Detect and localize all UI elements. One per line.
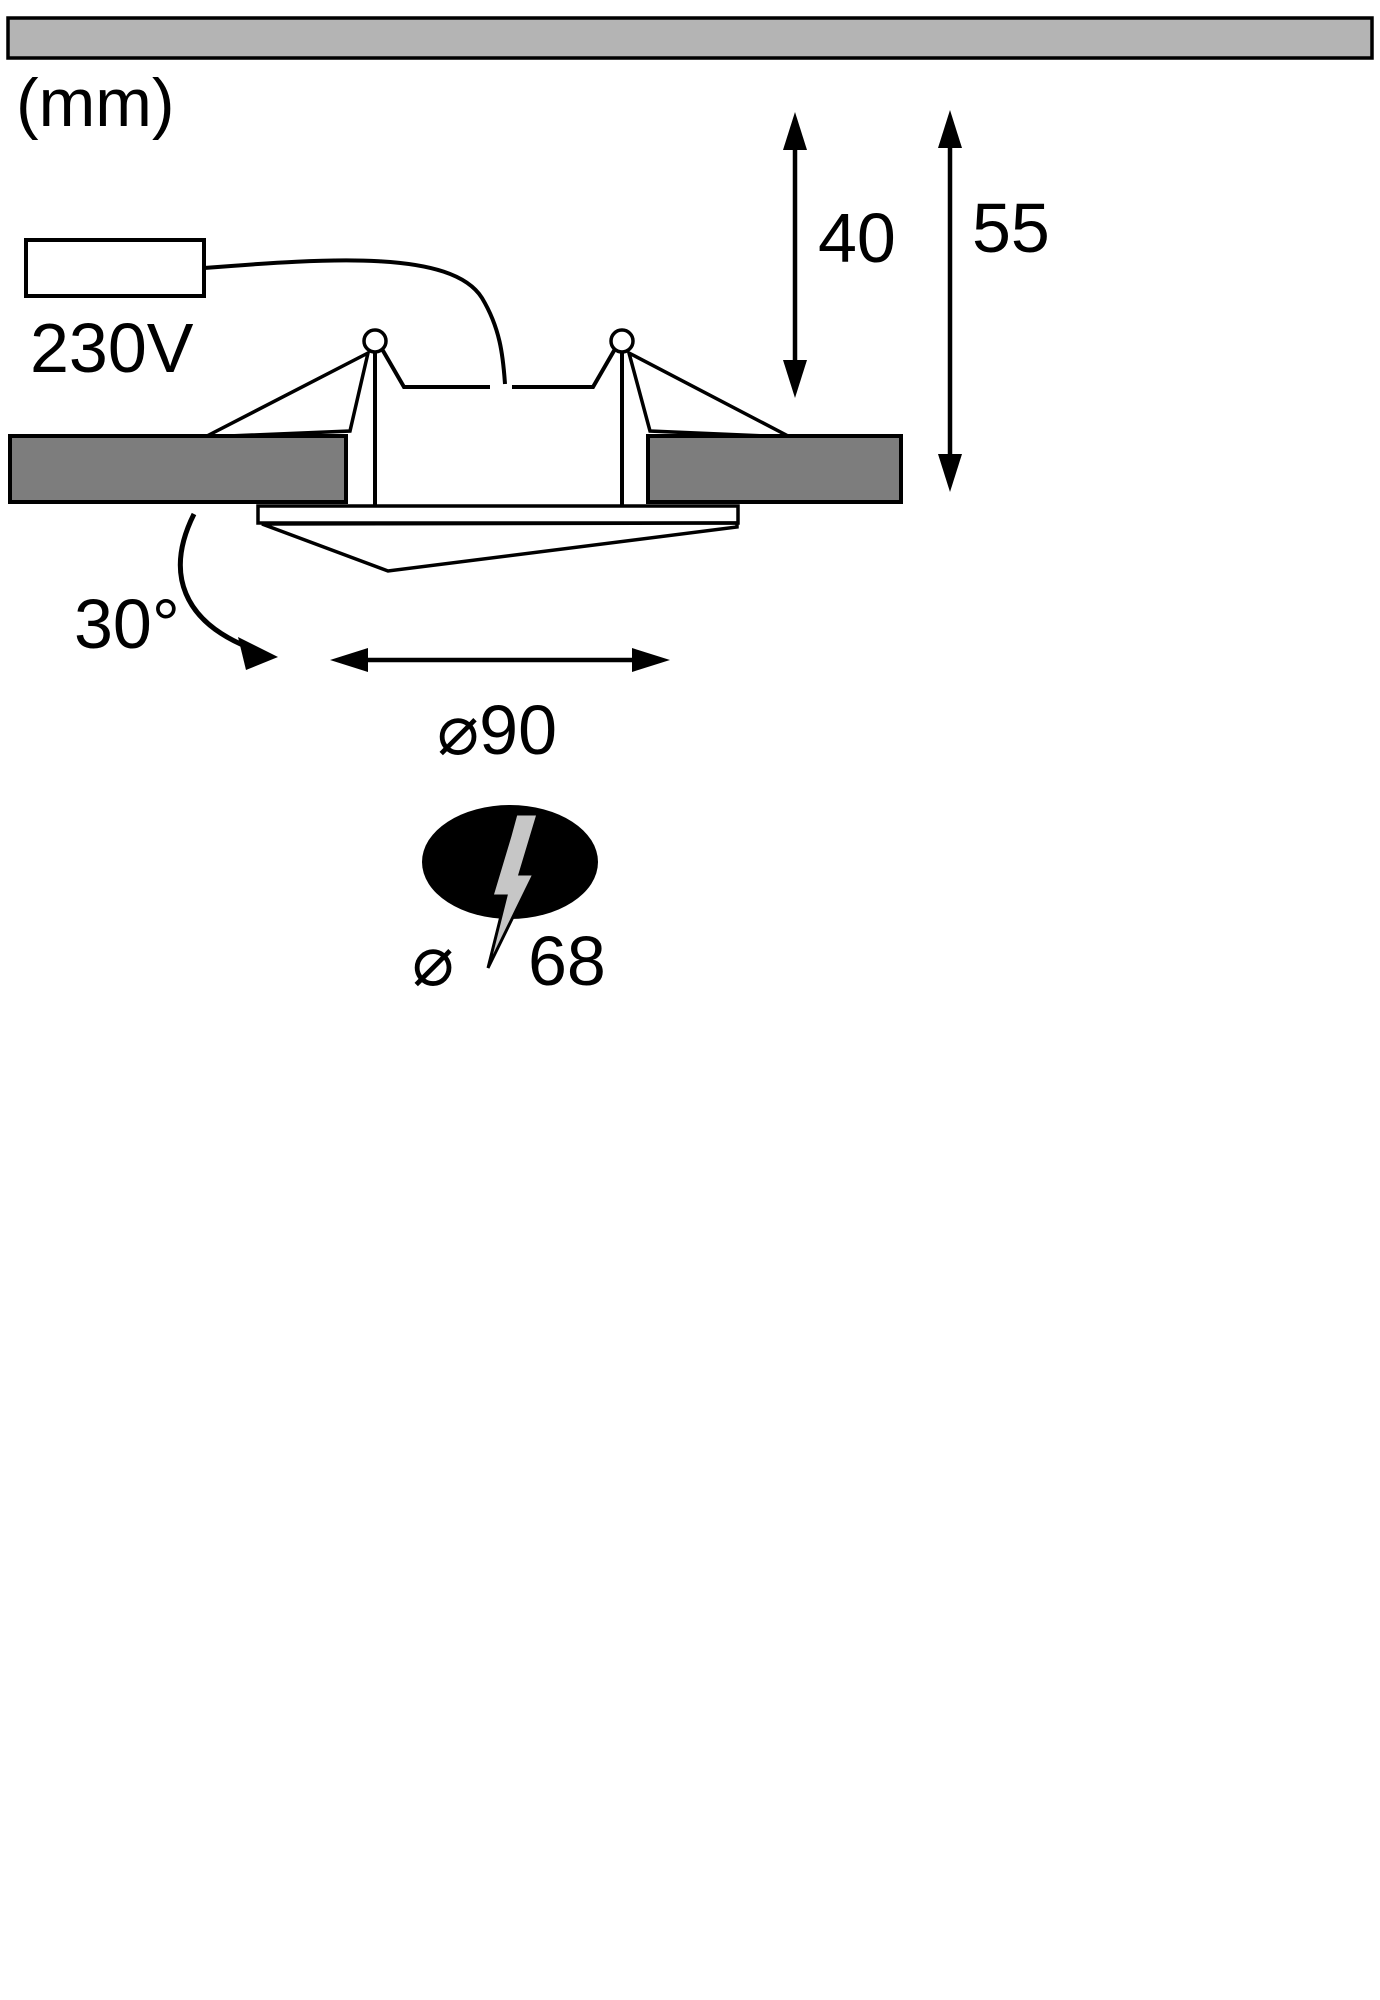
- housing-throat-left: [380, 347, 490, 389]
- dia90-arrowhead-right: [632, 648, 670, 672]
- dim55-arrowhead-top: [938, 110, 962, 148]
- fixture-cross-section: [8, 328, 903, 573]
- swivel-arrowhead: [238, 637, 278, 670]
- swivel-angle-label: 30°: [74, 585, 180, 663]
- pivot-right: [609, 328, 635, 354]
- power-cable: [203, 258, 507, 385]
- ceiling-cut-left: [8, 434, 348, 504]
- tilted-trim: [261, 521, 739, 573]
- unit-label: (mm): [16, 65, 175, 141]
- cutout-diameter-symbol: ⌀: [412, 922, 454, 1000]
- dim40-arrowhead-top: [783, 112, 807, 150]
- dia90-arrowhead-left: [330, 648, 368, 672]
- ceiling-bar: [6, 16, 1374, 60]
- trim-flange: [256, 504, 740, 525]
- total-height-label: 55: [972, 189, 1050, 267]
- driver-box: [24, 238, 206, 298]
- recess-depth-label: 40: [818, 199, 896, 277]
- dimension-40: [783, 112, 807, 398]
- spring-clip-left: [204, 349, 371, 439]
- swivel-arrow: [177, 512, 278, 670]
- ceiling-cut-right: [646, 434, 903, 504]
- dimension-55: [938, 110, 962, 492]
- housing-throat-right: [512, 347, 617, 389]
- dim55-arrowhead-bottom: [938, 454, 962, 492]
- dimension-diameter-90: [330, 648, 670, 672]
- cutout-symbol: [422, 805, 598, 969]
- dim40-arrowhead-bottom: [783, 360, 807, 398]
- spring-clip-right: [626, 349, 791, 439]
- cutout-diameter-value: 68: [528, 922, 606, 1000]
- outer-diameter-label: ⌀90: [437, 691, 557, 769]
- lightning-bolt-icon: [486, 812, 541, 969]
- voltage-label: 230V: [30, 309, 194, 387]
- pivot-left: [362, 328, 388, 354]
